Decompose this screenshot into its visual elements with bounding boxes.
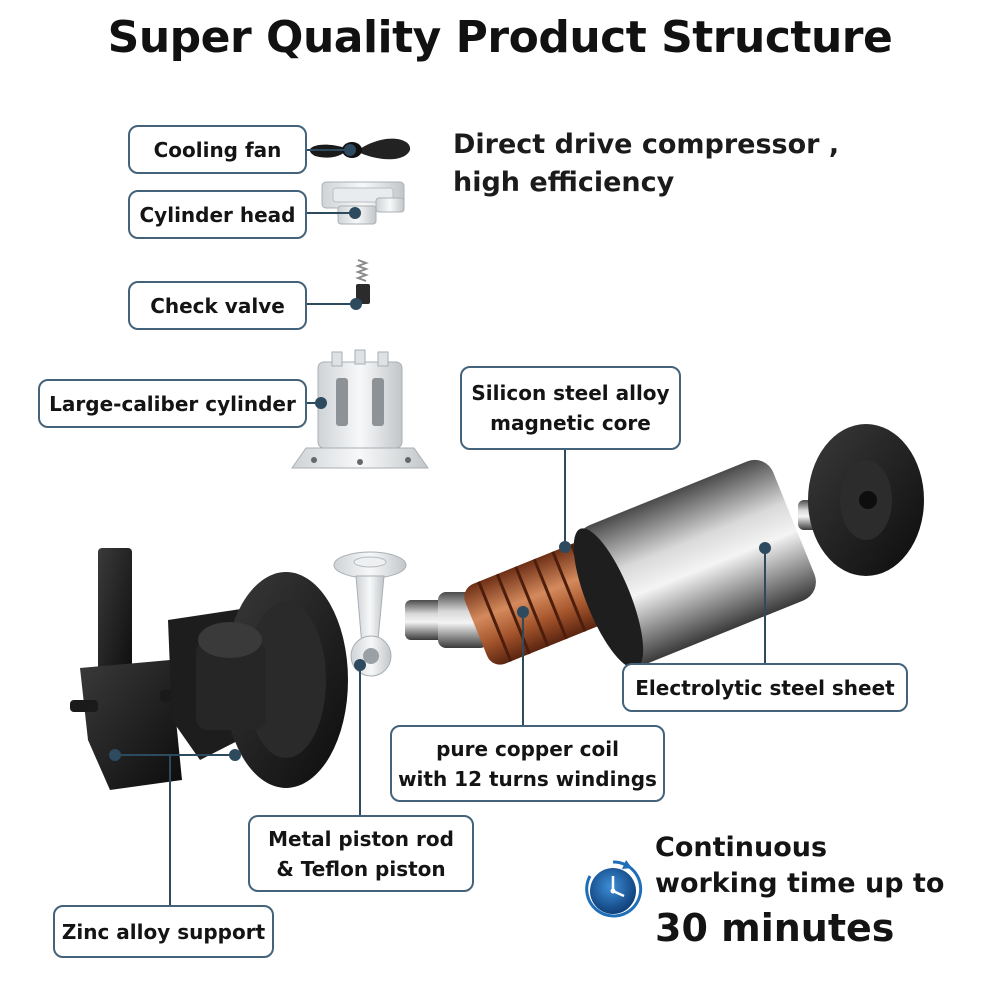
motor-illustration <box>405 424 924 669</box>
leader-dots <box>109 144 771 761</box>
continuous-line1: Continuous <box>655 832 828 863</box>
clock-icon <box>585 860 643 918</box>
label-check-valve: Check valve <box>128 281 307 330</box>
label-zinc-support: Zinc alloy support <box>53 905 274 958</box>
check-valve-illustration <box>355 259 370 304</box>
large-cylinder-illustration <box>291 349 429 469</box>
tagline-line2: high efficiency <box>453 167 675 198</box>
label-cylinder-head: Cylinder head <box>128 190 307 239</box>
label-piston: Metal piston rod & Teflon piston <box>248 815 474 892</box>
cooling-fan-illustration <box>309 138 411 160</box>
label-silicon-core: Silicon steel alloy magnetic core <box>460 366 681 450</box>
continuous-working-text: Continuous working time up to 30 minutes <box>655 830 995 952</box>
leader-lines <box>115 149 766 905</box>
label-electrolytic-sheet: Electrolytic steel sheet <box>622 663 908 712</box>
continuous-line3: 30 minutes <box>655 906 895 950</box>
label-copper-coil: pure copper coil with 12 turns windings <box>390 725 665 802</box>
tagline-line1: Direct drive compressor , <box>453 129 840 160</box>
cylinder-head-illustration <box>321 181 405 225</box>
label-large-cylinder: Large-caliber cylinder <box>38 379 307 428</box>
label-cooling-fan: Cooling fan <box>128 125 307 174</box>
page-title: Super Quality Product Structure <box>107 12 893 63</box>
continuous-line2: working time up to <box>655 868 945 899</box>
housing-illustration <box>70 548 348 790</box>
tagline: Direct drive compressor , high efficienc… <box>453 126 873 202</box>
